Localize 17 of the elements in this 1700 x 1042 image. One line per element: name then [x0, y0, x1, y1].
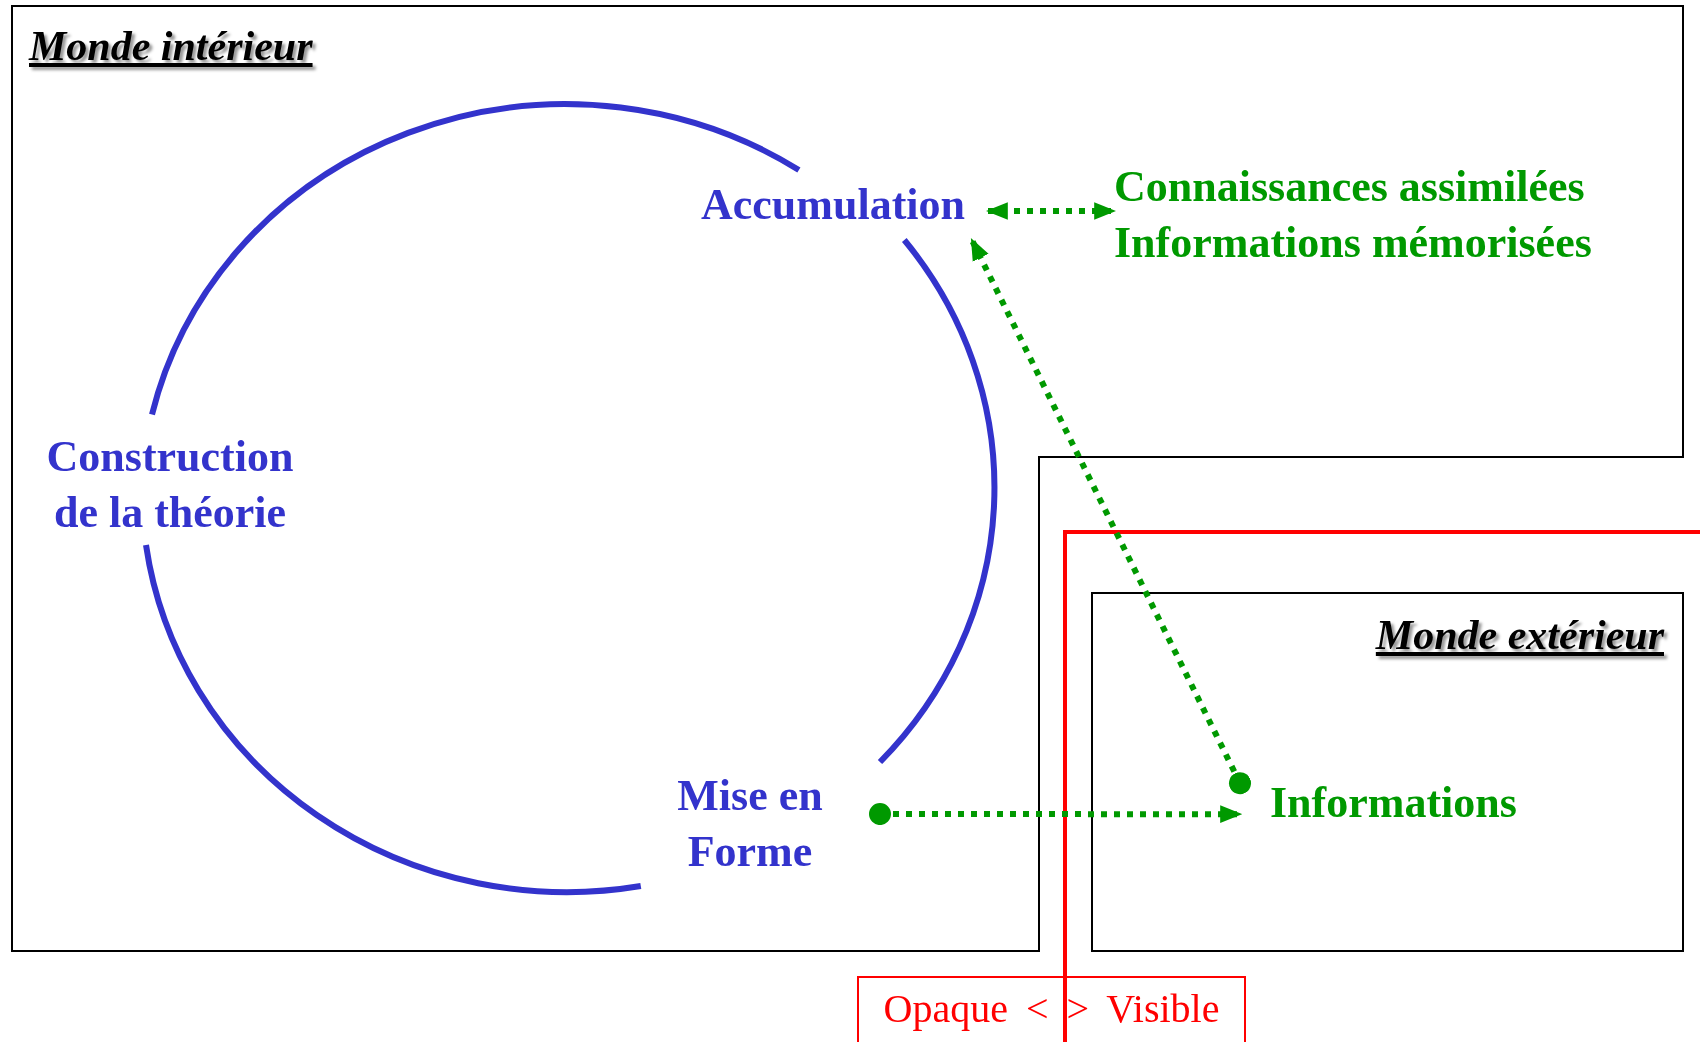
region-panel — [1091, 592, 1684, 952]
region-title: Monde intérieur — [29, 22, 313, 71]
stage-label: Informations — [1240, 772, 1590, 834]
boundary-label: Opaque < > Visible — [857, 976, 1246, 1042]
cycle-arc — [877, 238, 998, 764]
cycle-arc — [143, 544, 642, 895]
dotted-arrow — [985, 202, 1117, 220]
text-label: Connaissances assimilées — [1114, 161, 1586, 213]
dotted-arrow — [869, 803, 1243, 826]
stage-label: Accumulation — [678, 170, 988, 240]
region-panel — [11, 5, 1684, 952]
text-label: Informations mémorisées — [1114, 217, 1593, 269]
stage-label: Construction de la théorie — [20, 410, 320, 560]
region-title: Monde extérieur — [1375, 611, 1664, 660]
dotted-arrow — [969, 238, 1251, 795]
stage-label: Mise en Forme — [620, 762, 880, 886]
cycle-arc — [149, 101, 801, 416]
